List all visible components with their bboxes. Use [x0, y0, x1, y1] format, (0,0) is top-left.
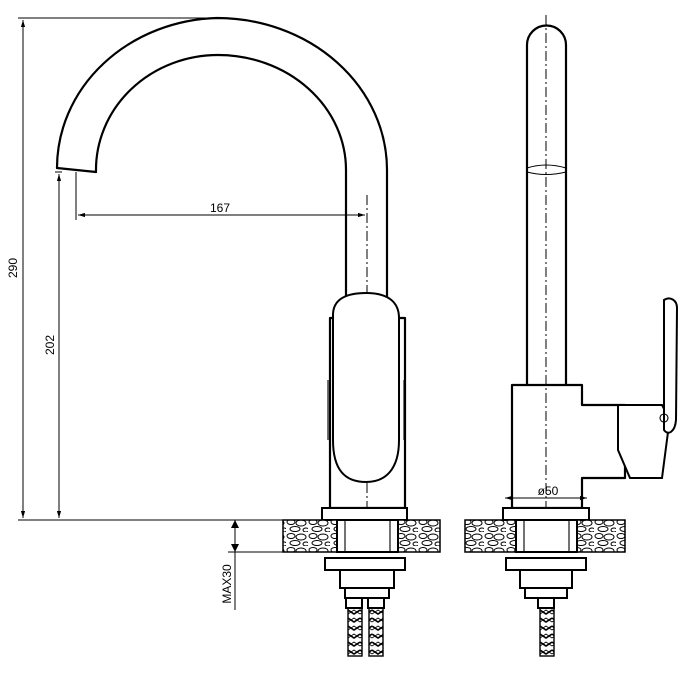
spout-inner-line	[94, 53, 348, 320]
label-total-height: 290	[6, 258, 20, 278]
front-mount-nut	[339, 569, 395, 589]
front-hose-right	[368, 607, 384, 657]
dimension-lines	[18, 17, 587, 610]
side-body	[510, 383, 627, 510]
front-mount-washer	[324, 557, 406, 571]
side-base-flange	[502, 507, 590, 521]
label-max-thickness: MAX30	[220, 564, 234, 604]
label-spout-height: 202	[43, 335, 57, 355]
spout-outer-line	[55, 16, 389, 320]
side-spout	[525, 24, 568, 387]
side-handle-plate	[663, 297, 679, 434]
front-view	[55, 16, 441, 657]
label-base-diameter: ø50	[538, 484, 559, 498]
side-counter-right	[576, 519, 626, 553]
front-base-flange	[321, 507, 408, 521]
front-handle	[332, 291, 400, 484]
side-handle-lever	[617, 404, 672, 479]
label-spout-reach: 167	[210, 201, 230, 215]
spout-tip	[55, 166, 98, 174]
side-mount-washer	[505, 557, 587, 571]
side-hose	[539, 607, 555, 657]
front-counter-right	[397, 519, 441, 553]
front-mount-shank	[336, 519, 399, 553]
dimension-labels: 290 202 167 MAX30 ø50	[6, 201, 559, 604]
front-counter-left	[282, 519, 338, 553]
side-counter-left	[464, 519, 517, 553]
side-view	[464, 15, 679, 657]
front-hose-left	[347, 607, 363, 657]
side-mount-nut	[519, 569, 573, 589]
side-mount-shank	[515, 519, 578, 553]
